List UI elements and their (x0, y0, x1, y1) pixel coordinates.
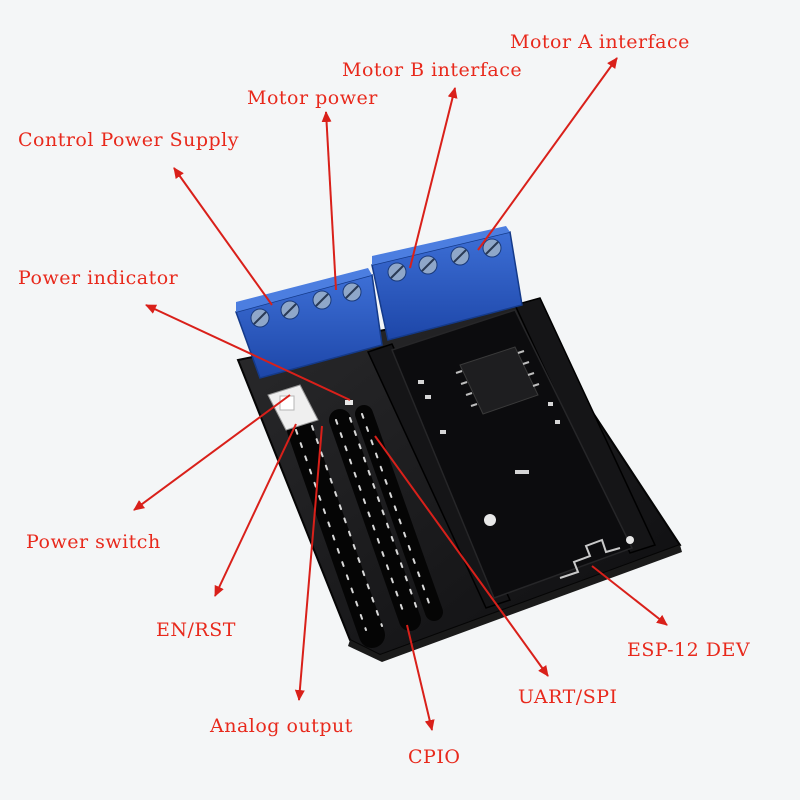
arrow-motor-a (477, 57, 618, 251)
usb-serial-chip (459, 346, 539, 415)
arrow-motor-power (321, 111, 337, 291)
label-cpio: CPIO (408, 746, 461, 768)
mounting-hole (484, 514, 496, 526)
arrow-esp12 (591, 565, 668, 626)
label-power-indicator: Power indicator (18, 267, 179, 289)
label-motor-a: Motor A interface (510, 31, 690, 53)
smd-components (418, 380, 560, 474)
arrow-control-power (173, 167, 273, 306)
terminal-block-motors (371, 226, 523, 341)
pcb-edge (348, 545, 682, 662)
chip-pins (455, 350, 540, 407)
arrow-motor-b (409, 87, 458, 269)
label-control-power-supply: Control Power Supply (18, 129, 239, 151)
label-motor-power: Motor power (247, 87, 378, 109)
label-motor-b: Motor B interface (342, 59, 523, 81)
arrow-analog-output (294, 425, 323, 701)
arrow-uart-spi (374, 435, 549, 677)
esp-module (390, 309, 634, 599)
arrow-power-switch (133, 394, 291, 511)
label-esp12-dev: ESP-12 DEV (627, 639, 751, 661)
annotation-arrows (133, 57, 668, 731)
arrow-cpio (406, 624, 435, 731)
arrow-en-rst (214, 423, 297, 597)
label-en-rst: EN/RST (156, 619, 236, 641)
mounting-hole (626, 536, 634, 544)
arrow-power-indicator (145, 304, 351, 401)
pin-headers (287, 405, 443, 648)
power-led (345, 400, 353, 405)
esp-antenna (559, 538, 621, 579)
label-analog-output: Analog output (210, 715, 353, 737)
label-uart-spi: UART/SPI (518, 686, 618, 708)
label-power-switch: Power switch (26, 531, 161, 553)
